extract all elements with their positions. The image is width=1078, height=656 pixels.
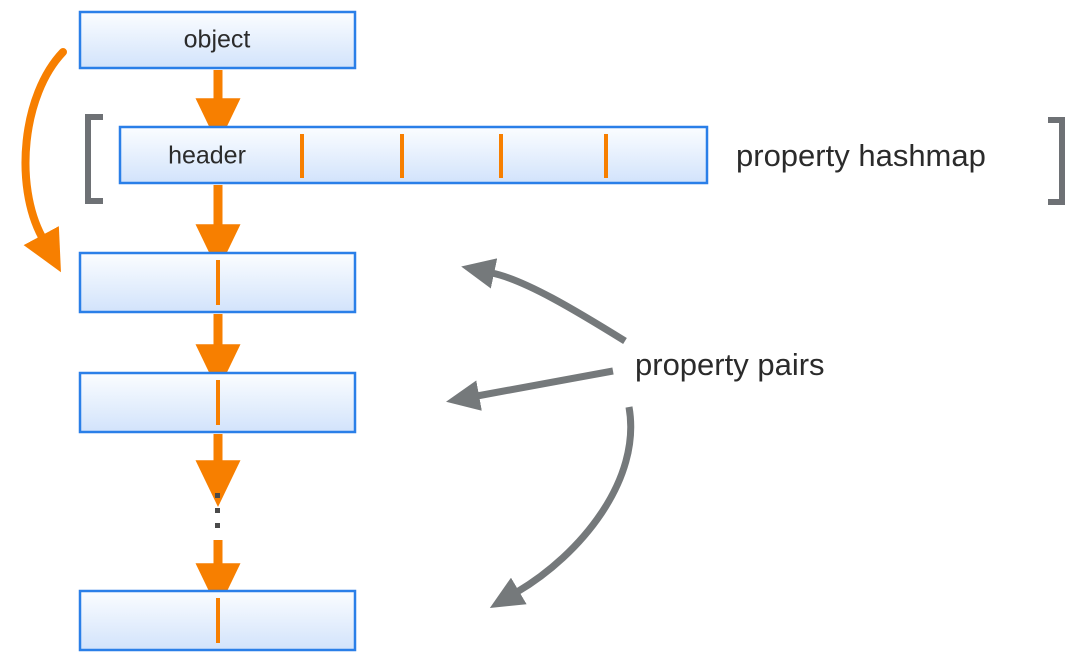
box-object-rect bbox=[78, 10, 357, 70]
bracket-right bbox=[1048, 117, 1065, 205]
property-pair-1-divider bbox=[216, 260, 220, 305]
box-header-label: header bbox=[168, 142, 246, 170]
box-property-pair-1[interactable] bbox=[78, 251, 357, 314]
ellipsis-dots bbox=[215, 493, 220, 528]
box-object[interactable]: object bbox=[78, 10, 357, 70]
gray-arrow-to-property-pair-2 bbox=[446, 367, 614, 411]
hashmap-slot-divider-2 bbox=[400, 134, 404, 178]
box-header-rect bbox=[118, 125, 709, 185]
gray-arrow-to-property-pair-1 bbox=[461, 258, 627, 344]
box-object-label: object bbox=[184, 26, 251, 54]
bracket-left bbox=[85, 114, 103, 204]
hashmap-slot-divider-3 bbox=[499, 134, 503, 178]
label-property-hashmap: property hashmap bbox=[736, 138, 986, 173]
curved-orange-arrow-object-reference bbox=[21, 48, 67, 273]
box-property-pair-last[interactable] bbox=[78, 589, 357, 652]
property-pair-last-divider bbox=[216, 598, 220, 643]
box-property-hashmap-row[interactable]: header bbox=[118, 125, 709, 185]
hashmap-slot-divider-1 bbox=[300, 134, 304, 178]
hashmap-slot-divider-4 bbox=[604, 134, 608, 178]
box-property-pair-2[interactable] bbox=[78, 371, 357, 434]
gray-arrow-to-property-pair-last bbox=[489, 406, 635, 608]
property-pair-2-divider bbox=[216, 380, 220, 425]
label-property-pairs: property pairs bbox=[635, 347, 825, 382]
